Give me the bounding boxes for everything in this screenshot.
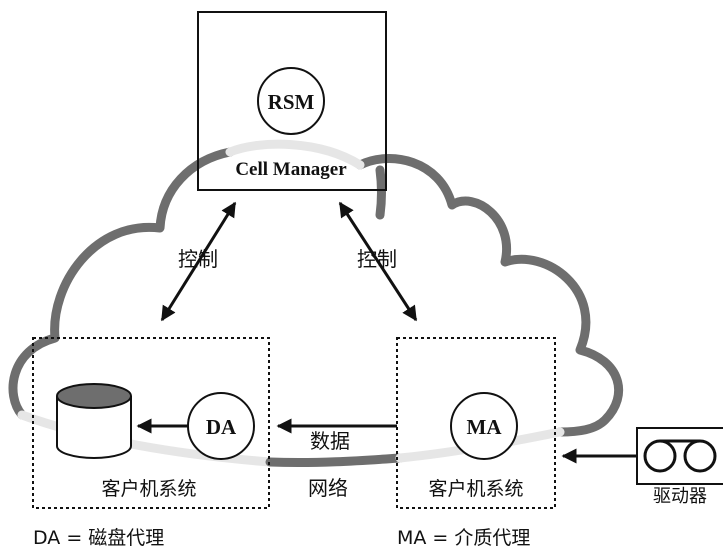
control-arrow-right: [338, 201, 418, 322]
da-label: DA: [206, 415, 237, 439]
tape-reels-icon: [643, 439, 717, 473]
arrows: [136, 201, 637, 464]
control-label-left: 控制: [178, 247, 218, 271]
left-client-system: DA 客户机系统: [32, 337, 270, 509]
control-label-right: 控制: [357, 247, 397, 271]
cell-manager-title: Cell Manager: [235, 159, 347, 180]
control-arrow-left: [160, 201, 237, 322]
right-client-system: MA 客户机系统: [396, 337, 556, 509]
network-label: 网络: [308, 476, 348, 500]
left-client-label: 客户机系统: [101, 478, 196, 500]
cloud-outline-light-bottom: [17, 410, 275, 467]
cloud-outline-light-top: [225, 139, 365, 170]
disk-icon: [56, 383, 132, 459]
drive-label: 驱动器: [653, 486, 707, 507]
cloud-outline-dark: [8, 147, 624, 437]
legend-ma: MA = 介质代理: [397, 527, 530, 549]
legend-da: DA = 磁盘代理: [33, 527, 164, 549]
data-label: 数据: [310, 429, 350, 453]
right-client-label: 客户机系统: [428, 478, 523, 500]
cloud-outline-dark-inner: [375, 165, 386, 220]
ma-circle: [450, 392, 518, 460]
rsm-circle: [257, 67, 325, 135]
cloud-outline-dark-bottom: [265, 453, 405, 468]
rsm-label: RSM: [268, 90, 315, 114]
drive-box: 驱动器: [636, 427, 723, 507]
cell-manager-box: RSM Cell Manager: [197, 11, 387, 191]
ma-label: MA: [467, 415, 503, 439]
